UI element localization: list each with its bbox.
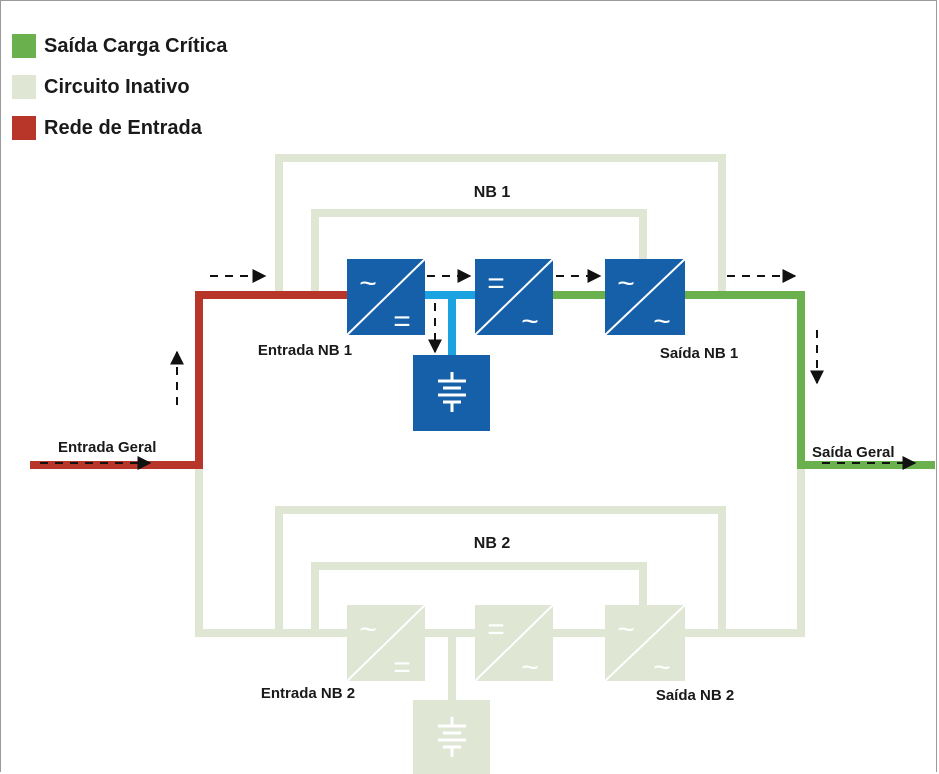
nb2-rectifier-symbol-bottom: = — [393, 651, 411, 684]
legend-label-critical-output: Saída Carga Crítica — [44, 34, 228, 57]
nb1-bypass-block: ~ ~ — [604, 258, 686, 338]
nb1-inverter-block: = ~ — [474, 258, 554, 338]
legend-item-input-mains: Rede de Entrada — [12, 116, 202, 140]
nb2-inverter-block: = ~ — [474, 604, 554, 684]
nb2-battery-icon — [413, 700, 490, 774]
nb2-rectifier-block: ~ = — [346, 604, 426, 684]
saida-nb1-label: Saída NB 1 — [660, 345, 738, 362]
nb1-label: NB 1 — [474, 184, 511, 201]
legend-item-critical-output: Saída Carga Crítica — [12, 34, 227, 58]
legend-swatch-input-mains — [12, 116, 36, 140]
critical-output — [553, 291, 935, 469]
nb1-inverter-symbol-top: = — [487, 267, 505, 300]
nb1-rectifier-symbol-bottom: = — [393, 305, 411, 338]
nb1-rectifier-symbol-top: ~ — [359, 267, 377, 300]
saida-nb2-label: Saída NB 2 — [656, 687, 734, 704]
nb1-bypass-symbol-top: ~ — [617, 267, 635, 300]
nb1-inner-bypass-line — [311, 209, 647, 295]
dc-bus — [425, 291, 475, 355]
entrada-geral-label: Entrada Geral — [58, 439, 156, 456]
saida-geral-label: Saída Geral — [812, 444, 895, 461]
nb1-inverter-symbol-bottom: ~ — [521, 305, 539, 338]
nb1-bypass-symbol-bottom: ~ — [653, 305, 671, 338]
nb1-battery-icon — [413, 355, 490, 431]
nb2-inverter-symbol-top: = — [487, 613, 505, 646]
nb2-bypass-symbol-bottom: ~ — [653, 651, 671, 684]
entrada-nb1-label: Entrada NB 1 — [258, 342, 352, 359]
nb2-input-line — [195, 465, 347, 637]
nb2-inverter-symbol-bottom: ~ — [521, 651, 539, 684]
legend-swatch-inactive — [12, 75, 36, 99]
critical-output-line — [685, 291, 935, 469]
nb1-outer-bypass-line — [275, 154, 726, 295]
legend-swatch-critical-output — [12, 34, 36, 58]
nb2-label: NB 2 — [474, 535, 511, 552]
nb2-inner-bypass-line — [311, 562, 647, 633]
nb2-bypass-block: ~ ~ — [604, 604, 686, 684]
nb2-rectifier-symbol-top: ~ — [359, 613, 377, 646]
legend-label-inactive: Circuito Inativo — [44, 75, 190, 98]
nb1-rectifier-block: ~ = — [346, 258, 426, 338]
legend-label-input-mains: Rede de Entrada — [44, 116, 202, 139]
entrada-nb2-label: Entrada NB 2 — [261, 685, 355, 702]
flow-arrows — [40, 269, 917, 470]
nb2-bypass-symbol-top: ~ — [617, 613, 635, 646]
legend-item-inactive: Circuito Inativo — [12, 75, 190, 99]
input-mains-line — [30, 291, 347, 469]
inactive-circuit — [195, 154, 805, 700]
nb2-output-line — [685, 465, 805, 637]
nb2-outer-bypass-line — [275, 506, 726, 633]
